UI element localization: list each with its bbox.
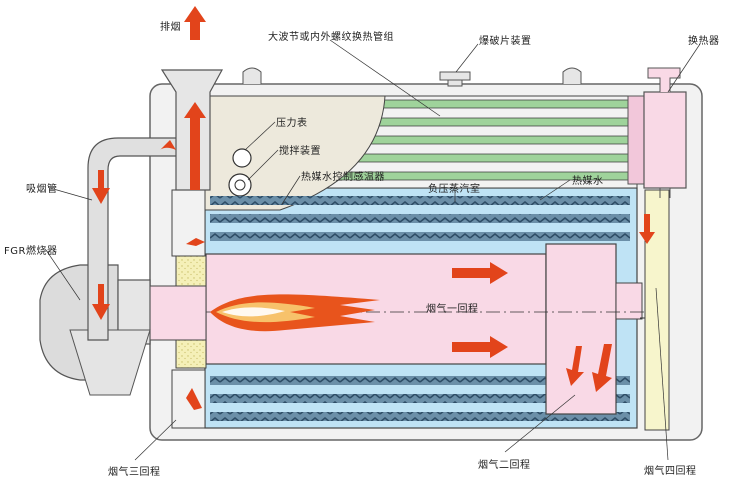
reversal-chamber	[545, 243, 617, 415]
stirring-device-icon	[228, 173, 252, 197]
lifting-lug-left	[242, 67, 262, 84]
flow-arrows	[92, 6, 655, 410]
label-temp-sensor: 热媒水控制感温器	[301, 172, 385, 183]
label-pressure-gauge: 压力表	[276, 118, 308, 129]
label-steam-chamber: 负压蒸汽室	[428, 184, 481, 195]
heat-exchanger-unit	[627, 67, 687, 198]
spiral-tube-row-3	[210, 232, 630, 241]
spiral-tube-row-2	[210, 214, 630, 223]
label-suction-pipe: 吸烟管	[26, 184, 58, 195]
label-flue-pass-4: 烟气四回程	[644, 466, 697, 477]
label-stirring-device: 搅拌装置	[279, 146, 321, 157]
label-tube-bank: 大波节或内外螺纹换热管组	[268, 32, 394, 43]
label-fgr-burner: FGR燃烧器	[4, 246, 58, 257]
label-heat-medium-water: 热媒水	[572, 176, 604, 187]
burner-flame	[210, 294, 380, 332]
label-heat-exchanger: 换热器	[688, 36, 720, 47]
label-exhaust: 排烟	[160, 22, 181, 33]
spiral-tube-row-4	[210, 376, 630, 385]
label-flue-pass-1: 烟气一回程	[426, 304, 479, 315]
burner-throat	[149, 285, 207, 341]
spiral-tube-row-1	[210, 196, 630, 205]
rear-door-block	[615, 282, 643, 320]
label-burst-disc: 爆破片装置	[479, 36, 532, 47]
leader-lines	[45, 39, 701, 461]
label-flue-pass-3: 烟气三回程	[108, 467, 161, 478]
burst-disc-flange	[439, 71, 471, 81]
front-smokebox-top	[171, 189, 206, 257]
spiral-tube-row-6	[210, 412, 630, 421]
spiral-tube-row-5	[210, 394, 630, 403]
lifting-lug-right	[562, 67, 582, 84]
label-flue-pass-2: 烟气二回程	[478, 460, 531, 471]
pressure-gauge-icon	[232, 148, 252, 168]
